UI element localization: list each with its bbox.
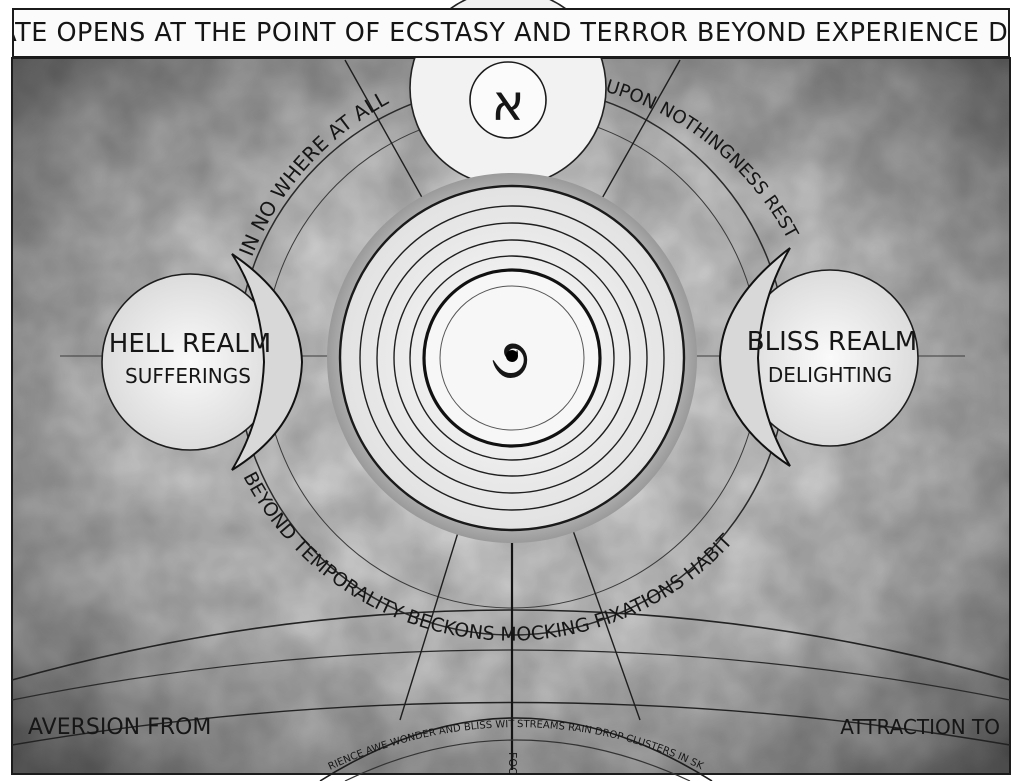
aversion-label: AVERSION FROM [28,715,211,740]
center-point [506,350,518,362]
title-text: A GATE OPENS AT THE POINT OF ECSTASY AND… [14,18,1008,48]
central-ring-4 [393,239,631,477]
aleph-glyph: א [491,74,524,132]
bliss-realm-subtitle: DELIGHTING [768,363,892,387]
hell-realm-title: HELL REALM [109,329,271,359]
hell-realm-subtitle: SUFFERINGS [125,364,251,388]
hell-realm-circle [101,273,279,451]
central-ring-5 [409,255,615,461]
bottom-arc-inner [344,739,691,781]
central-ring-3 [376,222,648,494]
bliss-realm-title: BLISS REALM [747,327,917,357]
bottom-arc-outer [319,717,713,781]
aleph-circle [469,61,547,139]
central-ring-inner [439,285,585,431]
title-banner: A GATE OPENS AT THE POINT OF ECSTASY AND… [12,8,1010,58]
attraction-label: ATTRACTION TO [840,715,1000,739]
bottom-center-text: FOC [506,752,519,775]
hell-realm-crescent [231,253,304,471]
bliss-realm-crescent [718,247,791,467]
central-ring-2 [359,205,665,511]
